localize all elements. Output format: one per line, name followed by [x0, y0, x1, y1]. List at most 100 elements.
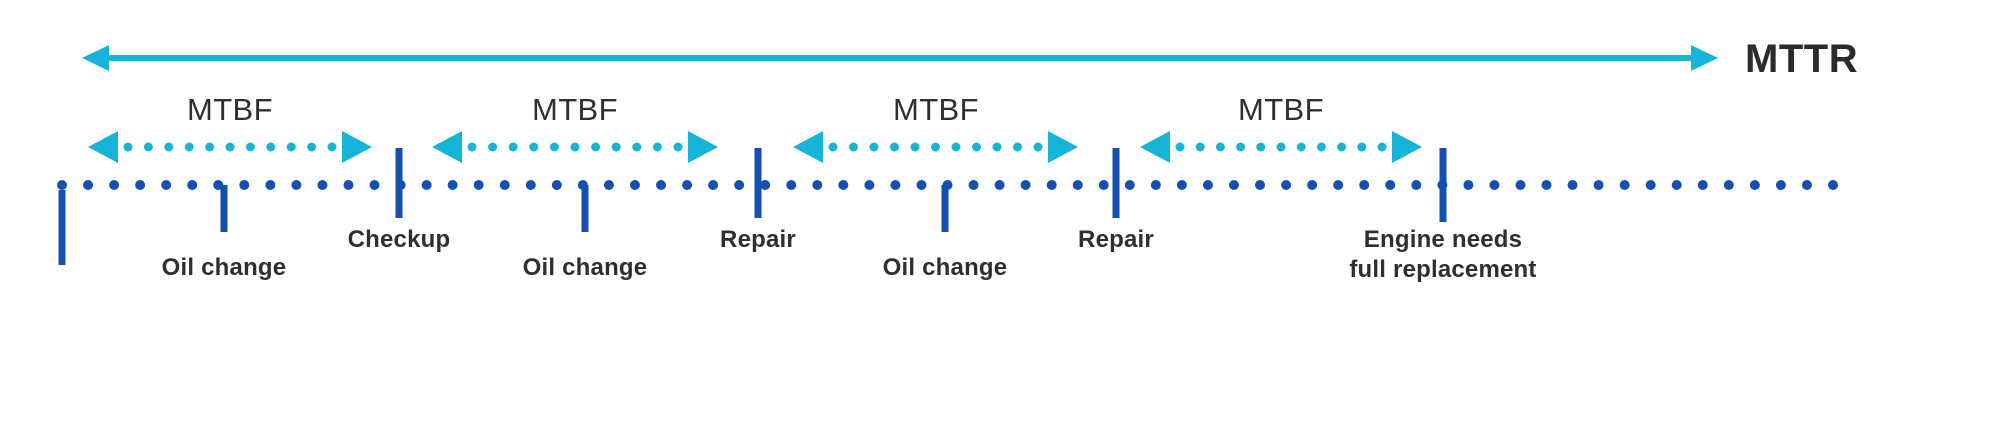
baseline-dot: [1098, 180, 1109, 190]
baseline-dot: [1020, 180, 1031, 190]
baseline-dot: [1281, 180, 1292, 190]
mtbf-arrow-dot: [890, 142, 899, 152]
baseline-dot: [1671, 180, 1682, 190]
baseline-dot: [994, 180, 1005, 190]
baseline-dot: [1333, 180, 1344, 190]
baseline-group: [57, 180, 1838, 190]
mtbf-arrow-dot: [1276, 142, 1286, 152]
baseline-dot: [1463, 180, 1474, 190]
mtbf-arrow-dot: [931, 142, 940, 152]
baseline-dot: [1072, 180, 1083, 190]
baseline-dot: [1515, 180, 1526, 190]
mtbf-arrow-head-right: [342, 131, 372, 163]
tick-marks-group: [58, 148, 1447, 265]
baseline-dot: [760, 180, 771, 190]
baseline-dot: [525, 180, 536, 190]
baseline-dot: [629, 180, 640, 190]
mtbf-arrow-dot: [611, 142, 621, 152]
mtbf-arrow-dot: [307, 142, 317, 152]
mttr-arrow-group: MTTR: [82, 37, 1858, 81]
baseline-dot: [1046, 180, 1057, 190]
baseline-dot: [473, 180, 484, 190]
baseline-dot: [656, 180, 667, 190]
baseline-dot: [1723, 180, 1734, 190]
mtbf-arrow-dot: [508, 142, 518, 152]
mtbf-arrow-head-right: [1048, 131, 1078, 163]
mttr-label: MTTR: [1745, 37, 1858, 81]
baseline-dot: [838, 180, 849, 190]
mtbf-arrow-dot: [1316, 142, 1326, 152]
mtbf-arrow-dot: [143, 142, 153, 152]
mtbf-arrow-dot: [1357, 142, 1367, 152]
mtbf-arrow-dot: [286, 142, 296, 152]
baseline-dot: [1801, 180, 1812, 190]
label-repair-2: Repair: [1078, 226, 1154, 253]
baseline-dot: [1619, 180, 1630, 190]
label-checkup: Checkup: [348, 226, 451, 253]
mtbf-arrow-head-left: [88, 131, 118, 163]
mtbf-arrow-dot: [467, 142, 477, 152]
baseline-dot: [708, 180, 719, 190]
baseline-dot: [890, 180, 901, 190]
mtbf-label-3: MTBF: [893, 92, 979, 127]
mtbf-arrow-dot: [245, 142, 255, 152]
baseline-dot: [916, 180, 927, 190]
baseline-dot: [499, 180, 510, 190]
mtbf-arrow-dot: [673, 142, 683, 152]
mtbf-arrow-dot: [591, 142, 601, 152]
baseline-dot: [1124, 180, 1135, 190]
baseline-dot: [447, 180, 458, 190]
mtbf-arrow-dot: [570, 142, 580, 152]
mtbf-arrow-dot: [549, 142, 559, 152]
baseline-dot: [812, 180, 823, 190]
baseline-dot: [1228, 180, 1239, 190]
baseline-dot: [1411, 180, 1422, 190]
baseline-dot: [968, 180, 979, 190]
baseline-dot: [1828, 180, 1838, 190]
baseline-dot: [1645, 180, 1656, 190]
baseline-dot: [83, 180, 94, 190]
mtbf-arrow-dot: [184, 142, 194, 152]
mtbf-arrow-dot: [632, 142, 642, 152]
mtbf-arrow-dot: [164, 142, 174, 152]
mtbf-arrow-dot: [910, 142, 920, 152]
mtbf-arrow-dot: [225, 142, 235, 152]
baseline-dot: [1697, 180, 1708, 190]
mtbf-arrow-dot: [992, 142, 1002, 152]
mtbf-arrow-dot: [123, 142, 133, 152]
label-engine-replacement-line1: Engine needs: [1364, 226, 1522, 253]
baseline-dot: [317, 180, 328, 190]
mtbf-arrow-dot: [1337, 142, 1347, 152]
mtbf-label-4: MTBF: [1238, 92, 1324, 127]
mtbf-arrow-dot: [869, 142, 879, 152]
baseline-dot: [135, 180, 146, 190]
baseline-dot: [291, 180, 302, 190]
mtbf-arrow-dot: [1215, 142, 1225, 152]
mtbf-arrow-dot: [266, 142, 276, 152]
baseline-dot: [369, 180, 380, 190]
mtbf-arrow-dot: [1296, 142, 1306, 152]
baseline-dot: [1489, 180, 1500, 190]
baseline-dot: [161, 180, 172, 190]
mtbf-arrow-dot: [1256, 142, 1266, 152]
mttr-arrow-head-right: [1691, 45, 1718, 71]
mtbf-arrow-head-left: [432, 131, 462, 163]
baseline-dot: [239, 180, 250, 190]
baseline-dot: [1202, 180, 1213, 190]
mtbf-arrow-dot: [1033, 142, 1043, 152]
label-oil-change-1: Oil change: [162, 254, 287, 281]
mtbf-arrow-dot: [488, 142, 498, 152]
mtbf-arrow-head-right: [1392, 131, 1422, 163]
baseline-dot: [1593, 180, 1604, 190]
mtbf-label-2: MTBF: [532, 92, 618, 127]
baseline-dot: [1775, 180, 1786, 190]
baseline-dot: [343, 180, 354, 190]
baseline-dot: [551, 180, 562, 190]
label-engine-replacement-line2: full replacement: [1349, 256, 1536, 283]
baseline-dot: [682, 180, 693, 190]
mtbf-arrow-head-right: [688, 131, 718, 163]
